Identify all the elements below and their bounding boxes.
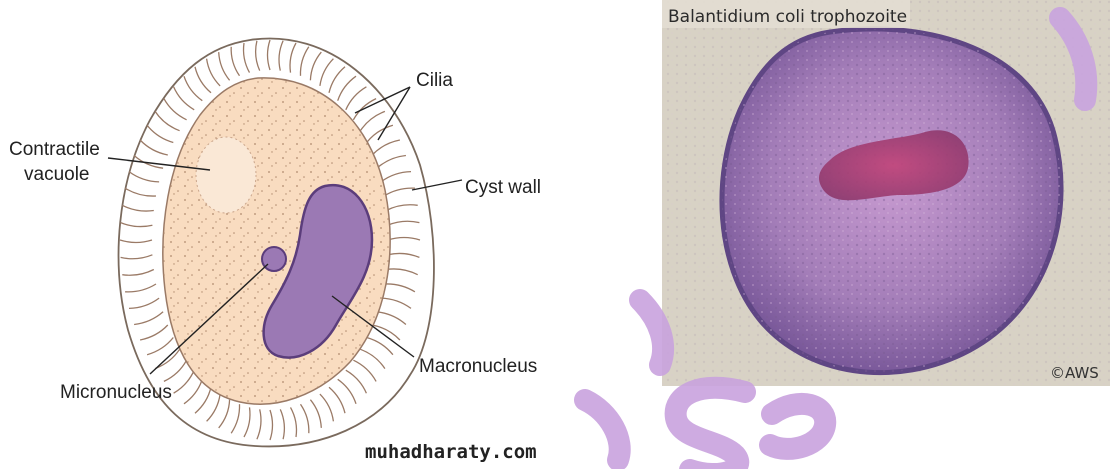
micrograph-copyright: ©AWS	[1050, 364, 1099, 382]
micrograph-panel: Balantidium coli trophozoite ©AWS	[662, 0, 1110, 386]
label-macronucleus: Macronucleus	[419, 356, 537, 377]
micronucleus-shape	[262, 247, 286, 271]
label-contractile-vacuole-line1: Contractile	[9, 139, 100, 160]
label-cyst-wall: Cyst wall	[465, 177, 541, 198]
contractile-vacuole	[196, 137, 256, 213]
label-contractile-vacuole-line2: vacuole	[24, 164, 90, 185]
micrograph-title: Balantidium coli trophozoite	[668, 7, 907, 27]
cyst-diagram: Cilia Contractile vacuole Cyst wall Macr…	[9, 39, 541, 447]
label-micronucleus: Micronucleus	[60, 382, 172, 403]
watermark-site: muhadharaty.com	[365, 441, 537, 463]
label-cilia: Cilia	[416, 70, 453, 91]
